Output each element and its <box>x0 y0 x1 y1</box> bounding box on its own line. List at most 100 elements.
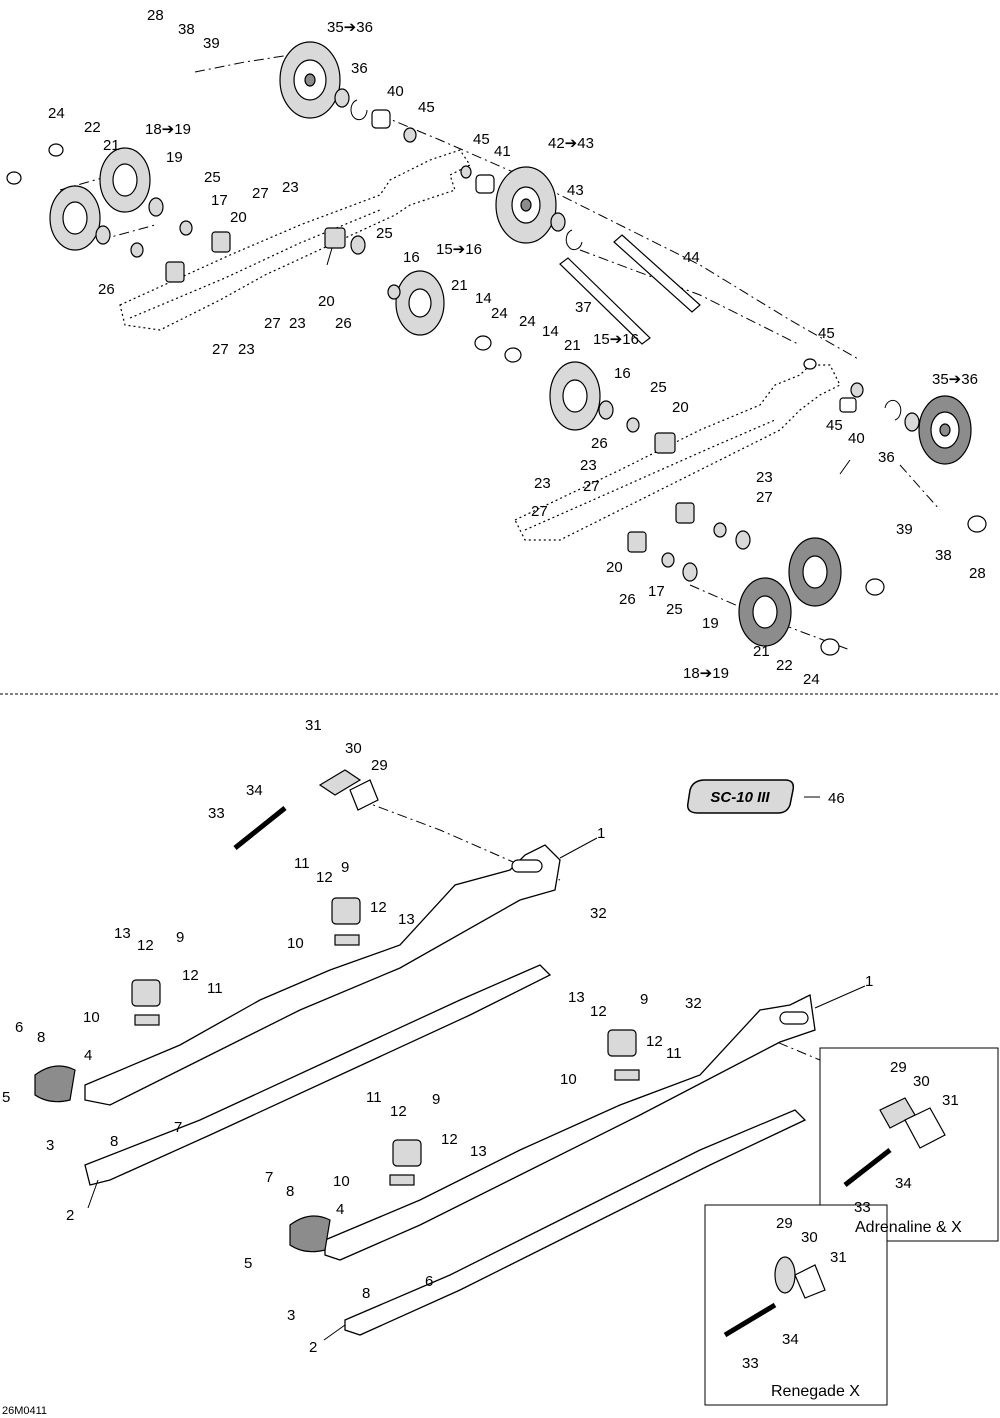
label-31-b: 31 <box>830 1249 847 1266</box>
label-5-b: 5 <box>244 1255 252 1272</box>
idler-wheel-15-mid <box>395 270 445 336</box>
label-37: 37 <box>575 299 592 316</box>
label-13-d: 13 <box>470 1143 487 1160</box>
label-19-left: 19 <box>166 149 183 166</box>
label-20-r: 20 <box>606 559 623 576</box>
label-31-top: 31 <box>305 717 322 734</box>
label-24-mid: 24 <box>491 305 508 322</box>
label-21-r: 21 <box>753 643 770 660</box>
label-11-c: 11 <box>666 1045 682 1062</box>
label-17-left: 17 <box>211 192 228 209</box>
label-38-top: 38 <box>178 21 195 38</box>
label-11-a: 11 <box>294 855 310 872</box>
label-6-a: 6 <box>15 1019 23 1036</box>
label-23-left-a: 23 <box>289 315 306 332</box>
label-9-a: 9 <box>341 859 349 876</box>
label-36-top: 36 <box>351 60 368 77</box>
label-25-low: 25 <box>650 379 667 396</box>
label-40-right: 40 <box>848 430 865 447</box>
label-16-mid: 16 <box>403 249 420 266</box>
label-24-low: 24 <box>519 313 536 330</box>
label-16-low: 16 <box>614 365 631 382</box>
label-2-b: 2 <box>309 1339 317 1356</box>
label-27-r2: 27 <box>531 503 548 520</box>
label-1-top: 1 <box>597 825 605 842</box>
label-14-mid: 14 <box>475 290 492 307</box>
label-25-left: 25 <box>204 169 221 186</box>
label-24-left: 24 <box>48 105 65 122</box>
label-35-36-top: 35➔36 <box>327 19 373 36</box>
label-20-left: 20 <box>230 209 247 226</box>
label-15-16-low: 15➔16 <box>593 331 639 348</box>
renegade-inset <box>704 1204 888 1406</box>
label-23-left-b: 23 <box>238 341 255 358</box>
label-12-a: 12 <box>316 869 333 886</box>
label-8-b: 8 <box>110 1133 118 1150</box>
rail-1-lower <box>324 994 816 1261</box>
label-29-top: 29 <box>371 757 388 774</box>
label-36-right: 36 <box>878 449 895 466</box>
label-31-a: 31 <box>942 1092 959 1109</box>
label-22-left: 22 <box>84 119 101 136</box>
label-45-right: 45 <box>818 325 835 342</box>
idler-wheel-18-left <box>99 147 151 213</box>
label-13-a: 13 <box>398 911 415 928</box>
label-12-h: 12 <box>441 1131 458 1148</box>
label-39-top: 39 <box>203 35 220 52</box>
label-9-d: 9 <box>432 1091 440 1108</box>
label-9-c: 9 <box>640 991 648 1008</box>
label-12-f: 12 <box>646 1033 663 1050</box>
label-27-top: 27 <box>252 185 269 202</box>
label-4-b: 4 <box>336 1201 344 1218</box>
label-23-r3: 23 <box>756 469 773 486</box>
label-21-mid: 21 <box>451 277 468 294</box>
sc10-decal: SC-10 III <box>686 779 795 814</box>
drawing-code: 26M0411 <box>2 1405 47 1417</box>
slider-2-lower <box>344 1109 807 1336</box>
label-27-r1: 27 <box>583 478 600 495</box>
label-12-b: 12 <box>370 899 387 916</box>
label-22-r: 22 <box>776 657 793 674</box>
lower-rail-assembly: SC-10 III <box>34 769 999 1406</box>
label-19-r: 19 <box>702 615 719 632</box>
label-26-left: 26 <box>98 281 115 298</box>
label-11-b: 11 <box>207 980 223 997</box>
caption-renegade: Renegade X <box>771 1383 860 1400</box>
label-33-a: 33 <box>854 1199 871 1216</box>
label-18-19-r: 18➔19 <box>683 665 729 682</box>
label-34-b: 34 <box>782 1331 799 1348</box>
label-27-r3: 27 <box>756 489 773 506</box>
label-41: 41 <box>494 143 511 160</box>
label-40-top: 40 <box>387 83 404 100</box>
label-4-a: 4 <box>84 1047 92 1064</box>
stopper-5-lower <box>289 1215 331 1253</box>
label-12-d: 12 <box>182 967 199 984</box>
label-1-right: 1 <box>865 973 873 990</box>
label-9-b: 9 <box>176 929 184 946</box>
slider-2-upper <box>84 964 552 1186</box>
label-12-c: 12 <box>137 937 154 954</box>
label-10-a: 10 <box>287 935 304 952</box>
label-26-r: 26 <box>619 591 636 608</box>
label-21-left: 21 <box>103 137 120 154</box>
label-7-b: 7 <box>265 1169 273 1186</box>
label-28-right: 28 <box>969 565 986 582</box>
label-34-a: 34 <box>895 1175 912 1192</box>
label-15-16-mid: 15➔16 <box>436 241 482 258</box>
label-32-a: 32 <box>590 905 607 922</box>
label-20-mid: 20 <box>318 293 335 310</box>
label-12-e: 12 <box>590 1003 607 1020</box>
label-43: 43 <box>567 182 584 199</box>
idler-wheel-15-low <box>549 361 601 431</box>
label-38-right: 38 <box>935 547 952 564</box>
label-5-a: 5 <box>2 1089 10 1106</box>
label-26-mid: 26 <box>335 315 352 332</box>
label-33-top: 33 <box>208 805 225 822</box>
label-17-r: 17 <box>648 583 665 600</box>
label-45-right2: 45 <box>826 417 843 434</box>
idler-wheel-18-left-2 <box>49 185 101 251</box>
label-35-36-right: 35➔36 <box>932 371 978 388</box>
idler-wheel-35-top <box>279 41 341 119</box>
label-42-43: 42➔43 <box>548 135 594 152</box>
